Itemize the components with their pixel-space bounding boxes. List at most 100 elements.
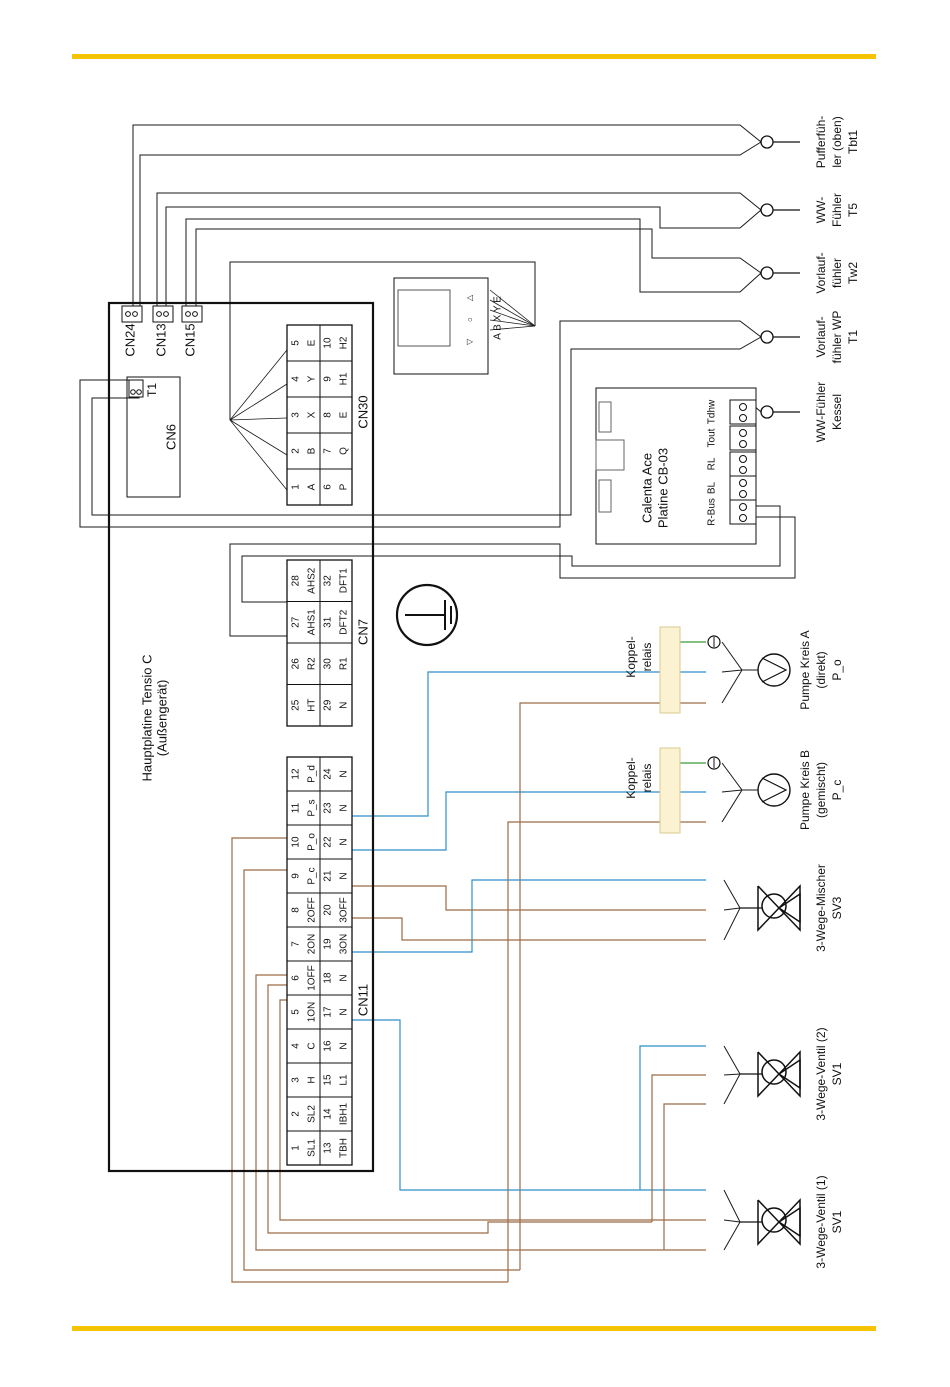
cn11-pin-number: 3: [291, 1077, 302, 1083]
calenta-terminal-label: BL: [707, 481, 718, 494]
cn11-pin-number: 2: [291, 1111, 302, 1117]
sensor-label: Kessel: [830, 394, 844, 430]
valve-label: 3-Wege-Mischer: [814, 864, 828, 952]
sensor-wire: [165, 206, 762, 306]
cn11-pin-signal: 3ON: [339, 934, 350, 955]
cn7-pin-signal: AHS1: [307, 609, 318, 636]
sensor-label: Pufferfüh-: [814, 116, 828, 168]
cn11-pin-signal: 2OFF: [307, 897, 318, 923]
cn11-pin-number: 8: [291, 907, 302, 913]
labels: Hauptplatine Tensio C(Außengerät)CN6T1CN…: [122, 116, 860, 1269]
cn6-pin: [130, 389, 136, 395]
cn11-pin-signal: SL1: [307, 1139, 318, 1157]
sensor-label: T1: [846, 330, 860, 344]
cn30-fan-wire: [229, 419, 288, 456]
cn6-terminal-label: T1: [145, 383, 159, 397]
live-wire: [279, 999, 706, 1221]
cn11-pin-number: 13: [323, 1142, 334, 1154]
sensor-wire: [132, 124, 762, 306]
calenta-chip: [595, 439, 625, 471]
pump-impeller: [761, 657, 788, 683]
controller-button-icon: ▷: [467, 337, 474, 346]
controller-bus-wire: [229, 261, 536, 420]
cn11-pin-signal: P_d: [307, 765, 318, 783]
sensor-wire: [156, 192, 762, 306]
valve-lead: [723, 1073, 741, 1105]
valve-lead: [723, 907, 741, 911]
cn11-pin-number: 17: [323, 1006, 334, 1018]
sensor-label: Vorlauf-: [814, 252, 828, 293]
live-wire: [352, 885, 706, 911]
cn11-label: CN11: [355, 984, 370, 1016]
cn30-fan-wire: [229, 419, 288, 491]
cn11-pin-number: 16: [323, 1040, 334, 1052]
valve-actuator-icon: [761, 1059, 787, 1085]
main-board-outline: [107, 301, 375, 1173]
cn11-pin-number: 12: [291, 768, 302, 780]
connector-pin: [185, 311, 191, 317]
controller-button-icon: ○: [468, 315, 473, 324]
cn11-pin-number: 10: [291, 836, 302, 848]
bottom-accent-rule: [72, 1326, 876, 1331]
cn30-fan-wire: [229, 417, 288, 421]
sensor-wire: [91, 336, 762, 516]
calenta-chip: [598, 401, 612, 433]
controller-pin-labels: A B X Y E: [493, 296, 504, 340]
cn11-pin-number: 4: [291, 1043, 302, 1049]
temperature-sensor-icon: [760, 405, 774, 419]
cn6-box: [126, 376, 181, 498]
cn7-label: CN7: [355, 619, 370, 645]
cn30-pin-signal: P: [339, 483, 350, 490]
sensor-wire: [139, 141, 762, 306]
board-subtitle: (Außengerät): [154, 680, 169, 757]
pump-lead: [721, 669, 743, 673]
pump-lead: [721, 789, 743, 793]
live-wire: [663, 1103, 706, 1250]
sensor-label: fühler WP: [830, 311, 844, 364]
sensor-label: Tbt1: [846, 130, 860, 154]
cn30-pin-number: 9: [323, 376, 334, 382]
valve-label: 3-Wege-Ventil (1): [814, 1175, 828, 1268]
sensor-connector-label: CN24: [122, 323, 137, 356]
cn11-pin-number: 23: [323, 802, 334, 814]
calenta-screw: [739, 455, 747, 463]
cn30-pin-signal: H1: [339, 372, 350, 385]
pump-lead: [721, 762, 758, 791]
calenta-screw: [739, 514, 747, 522]
pump-icon: [757, 653, 791, 687]
cn11-pin-signal: TBH: [339, 1138, 350, 1158]
temperature-sensor-icon: [760, 203, 774, 217]
live-wire: [243, 869, 520, 1271]
calenta-terminal-label: Tout: [707, 428, 718, 447]
sensor-label: T5: [846, 203, 860, 217]
cn7-pin-number: 30: [323, 658, 334, 670]
cn7-pin-number: 28: [291, 575, 302, 587]
neutral-wire: [639, 1045, 706, 1190]
valve-lead: [723, 1045, 741, 1075]
cn11-pin-signal: 2ON: [307, 934, 318, 955]
valve-label: SV1: [830, 1210, 844, 1233]
cn11-pin-signal: P_s: [307, 799, 318, 816]
cn11-pin-number: 5: [291, 1009, 302, 1015]
cn11-pin-signal: C: [307, 1042, 318, 1049]
valve-actuator-icon: [761, 1207, 787, 1233]
valve-lead: [723, 1189, 741, 1223]
calenta-chip: [598, 479, 612, 513]
wires: [79, 124, 796, 1283]
calenta-title: Calenta Ace: [639, 453, 654, 523]
cn30-pin-number: 8: [323, 412, 334, 418]
connector-pin: [132, 311, 138, 317]
cn7-pin-number: 29: [323, 699, 334, 711]
cn30-pin-signal: B: [307, 447, 318, 454]
sensor-connector-label: CN15: [182, 323, 197, 356]
pump-label: P_o: [830, 659, 844, 681]
cn7-pin-signal: N: [339, 702, 350, 709]
cn30-pin-signal: E: [307, 339, 318, 346]
temperature-sensor-icon: [760, 135, 774, 149]
cn11-pin-signal: L1: [339, 1074, 350, 1086]
pump-label: (gemischt): [814, 762, 828, 818]
calenta-screw: [739, 479, 747, 487]
temperature-sensor-icon: [760, 266, 774, 280]
live-wire: [352, 917, 706, 941]
